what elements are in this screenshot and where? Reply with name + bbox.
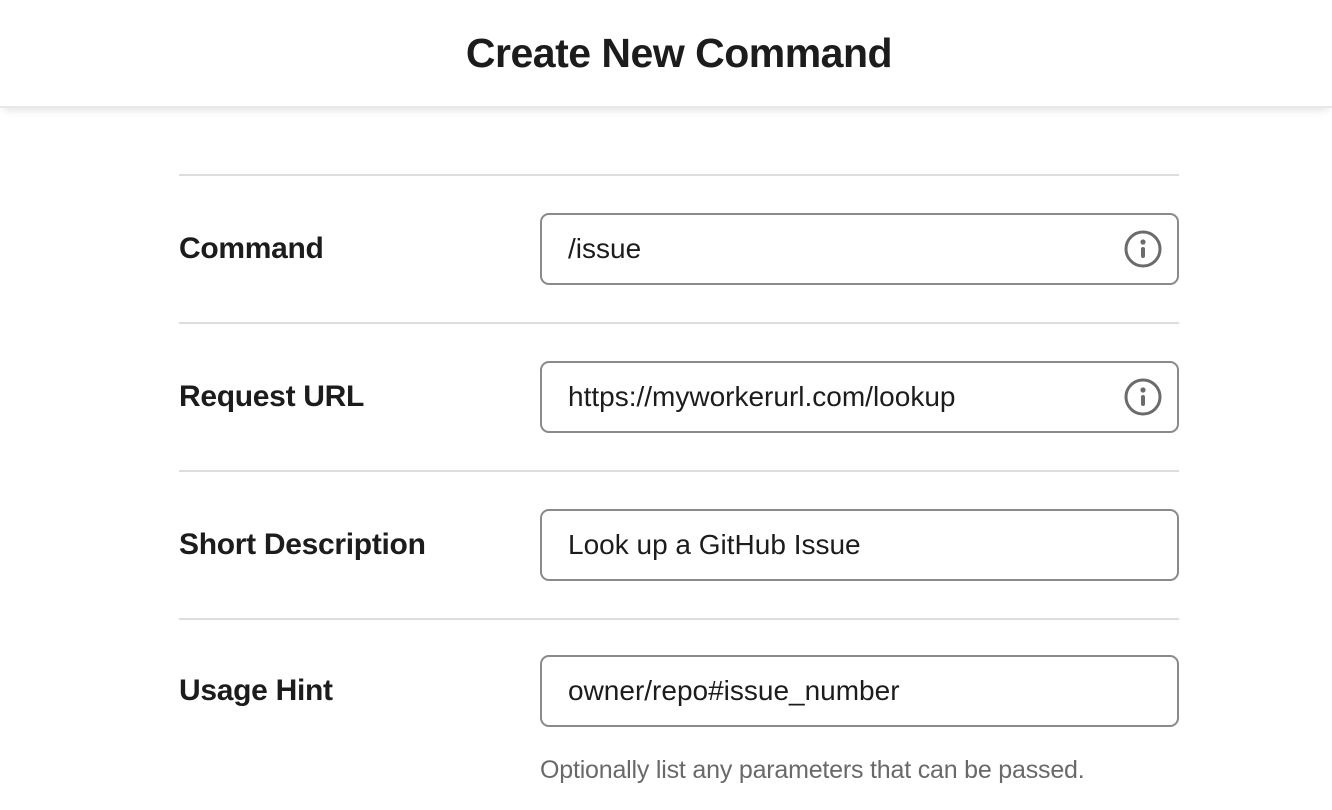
- request-url-input[interactable]: [540, 361, 1179, 433]
- form-row-short-description: Short Description: [179, 470, 1179, 618]
- page-header-inner: Create New Command: [179, 0, 1179, 106]
- usage-hint-field-wrap: Optionally list any parameters that can …: [540, 655, 1179, 785]
- form-row-usage-hint: Usage Hint Optionally list any parameter…: [179, 618, 1179, 810]
- form-row-command: Command: [179, 174, 1179, 322]
- info-icon[interactable]: [1123, 229, 1163, 269]
- short-description-field-wrap: [540, 509, 1179, 581]
- command-input[interactable]: [540, 213, 1179, 285]
- short-description-input[interactable]: [540, 509, 1179, 581]
- info-icon[interactable]: [1123, 377, 1163, 417]
- usage-hint-label: Usage Hint: [179, 674, 333, 707]
- form-row-request-url: Request URL: [179, 322, 1179, 470]
- command-field-wrap: [540, 213, 1179, 285]
- create-command-form: Command Request URL: [179, 174, 1179, 810]
- command-label: Command: [179, 232, 324, 265]
- usage-hint-input[interactable]: [540, 655, 1179, 727]
- info-icon-glyph: [1124, 230, 1162, 268]
- page-header: Create New Command: [0, 0, 1332, 108]
- request-url-label: Request URL: [179, 380, 365, 413]
- info-icon-glyph: [1124, 378, 1162, 416]
- page-title: Create New Command: [465, 29, 893, 76]
- short-description-label: Short Description: [179, 528, 426, 561]
- request-url-field-wrap: [540, 361, 1179, 433]
- usage-hint-helper-text: Optionally list any parameters that can …: [540, 756, 1085, 784]
